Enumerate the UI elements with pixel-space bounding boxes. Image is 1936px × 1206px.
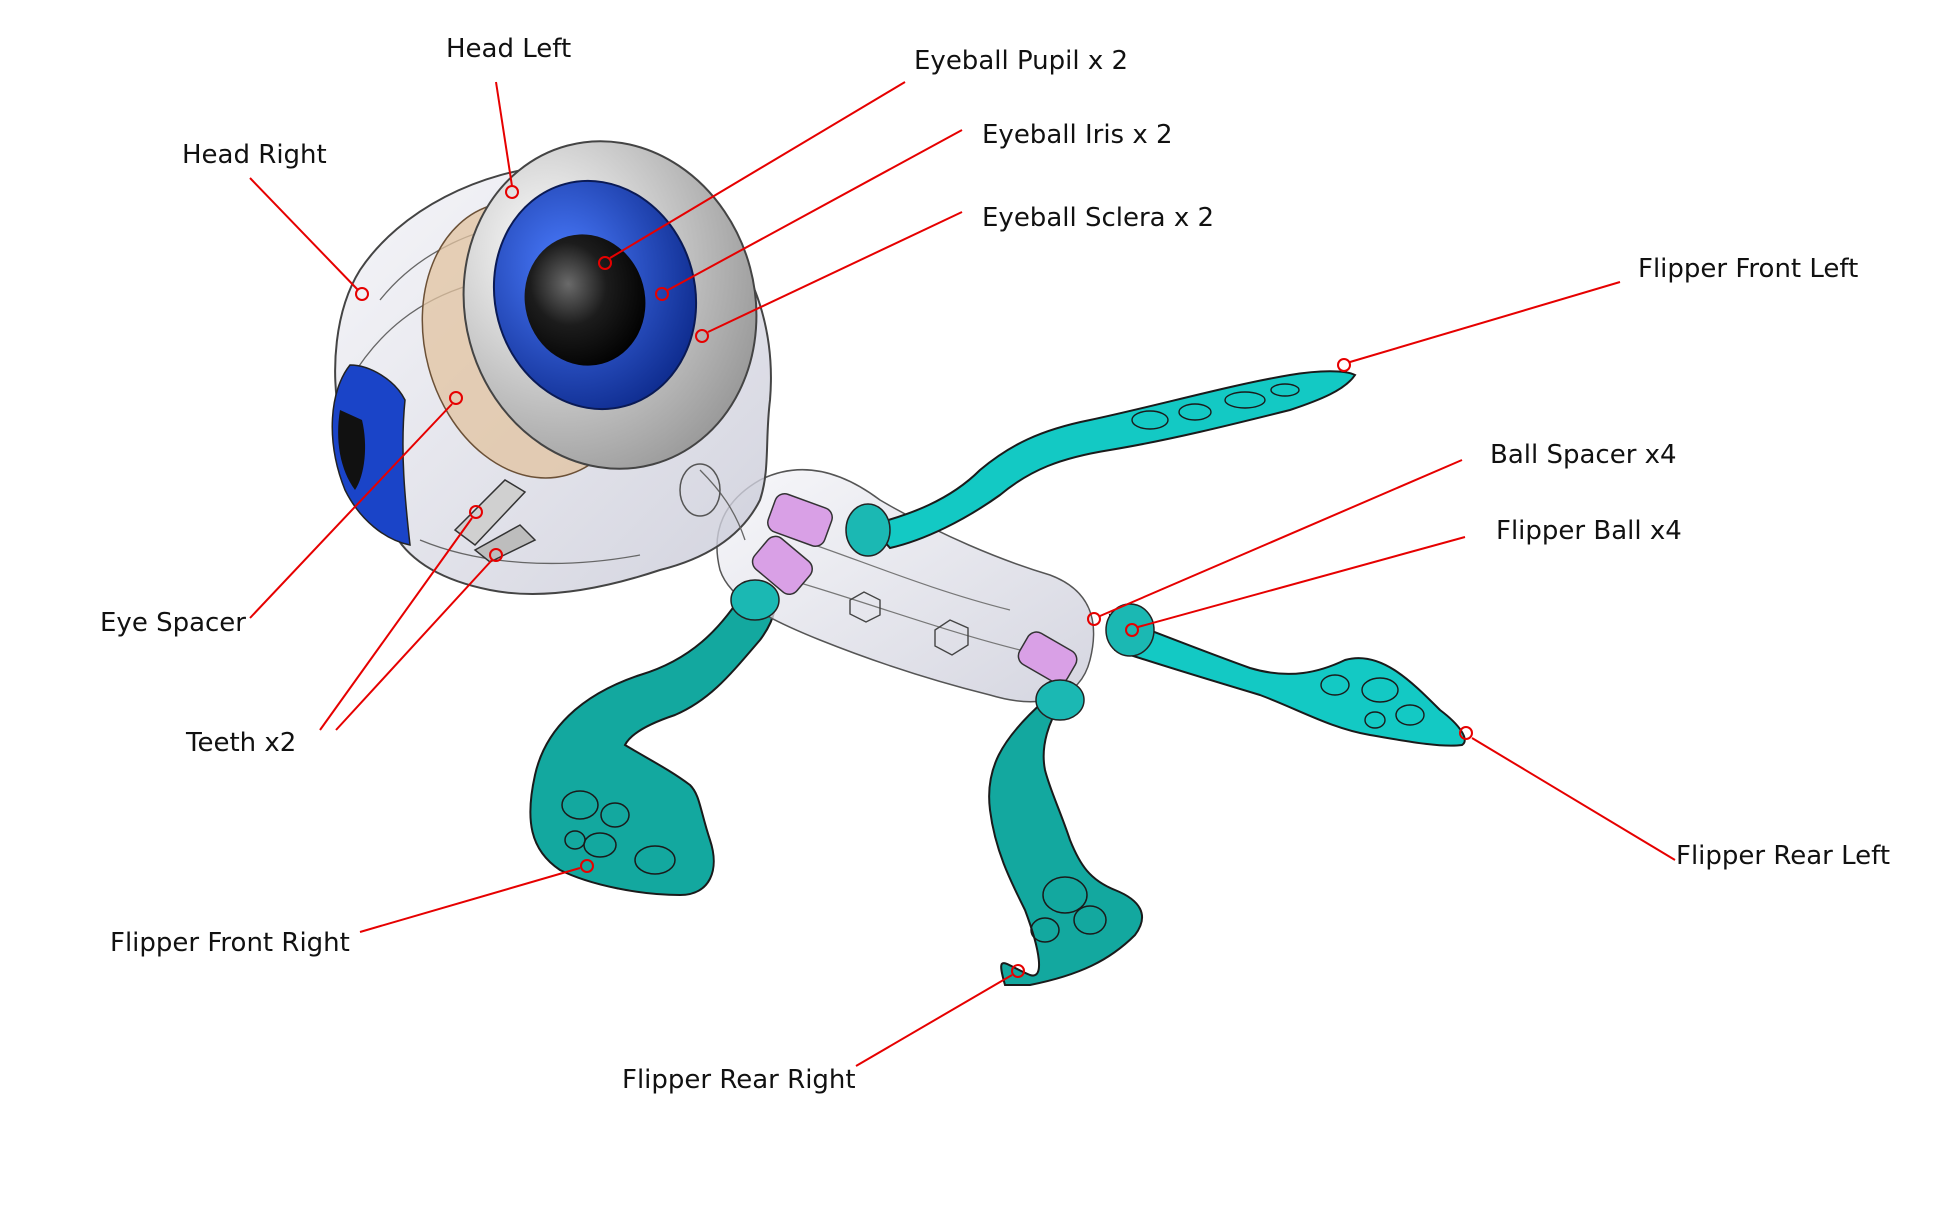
label-eyeball-pupil: Eyeball Pupil x 2 (914, 46, 1129, 76)
label-head-right: Head Right (182, 140, 327, 170)
leader-eyeball-iris (655, 129, 963, 301)
label-flipper-rear-left: Flipper Rear Left (1676, 841, 1891, 871)
label-flipper-front-right: Flipper Front Right (110, 928, 350, 958)
leader-flipper-ball (1125, 536, 1466, 637)
eyeball-right-part (462, 140, 758, 470)
leader-eye-spacer (249, 391, 463, 619)
leader-teeth-upper (319, 505, 483, 731)
leader-head-right (249, 177, 369, 301)
flipper-rear-right-part (988, 698, 1144, 986)
label-flipper-ball: Flipper Ball x4 (1496, 516, 1682, 546)
leader-ball-spacer (1087, 459, 1463, 626)
leader-teeth-lower (335, 548, 503, 731)
leader-lines (249, 81, 1676, 1067)
leader-flipper-rear-right (855, 964, 1025, 1067)
flipper-ball-and-spacer-parts (730, 493, 1155, 721)
leader-flipper-front-right (359, 859, 594, 933)
flipper-front-right-part (529, 583, 777, 897)
label-eye-spacer: Eye Spacer (100, 608, 246, 638)
leader-flipper-front-left (1337, 281, 1621, 372)
label-ball-spacer: Ball Spacer x4 (1490, 440, 1677, 470)
eyeball-left-part (331, 364, 411, 546)
flipper-rear-left-part (1108, 613, 1466, 747)
label-teeth: Teeth x2 (186, 728, 297, 758)
flipper-front-left-part (868, 370, 1357, 550)
label-eyeball-iris: Eyeball Iris x 2 (982, 120, 1173, 150)
leader-flipper-rear-left (1459, 726, 1676, 861)
leader-eyeball-pupil (598, 81, 906, 270)
label-head-left: Head Left (446, 34, 572, 64)
label-flipper-rear-right: Flipper Rear Right (622, 1065, 856, 1095)
leader-eyeball-sclera (695, 211, 963, 343)
label-flipper-front-left: Flipper Front Left (1638, 254, 1859, 284)
label-eyeball-sclera: Eyeball Sclera x 2 (982, 203, 1215, 233)
leader-head-left (495, 81, 519, 199)
